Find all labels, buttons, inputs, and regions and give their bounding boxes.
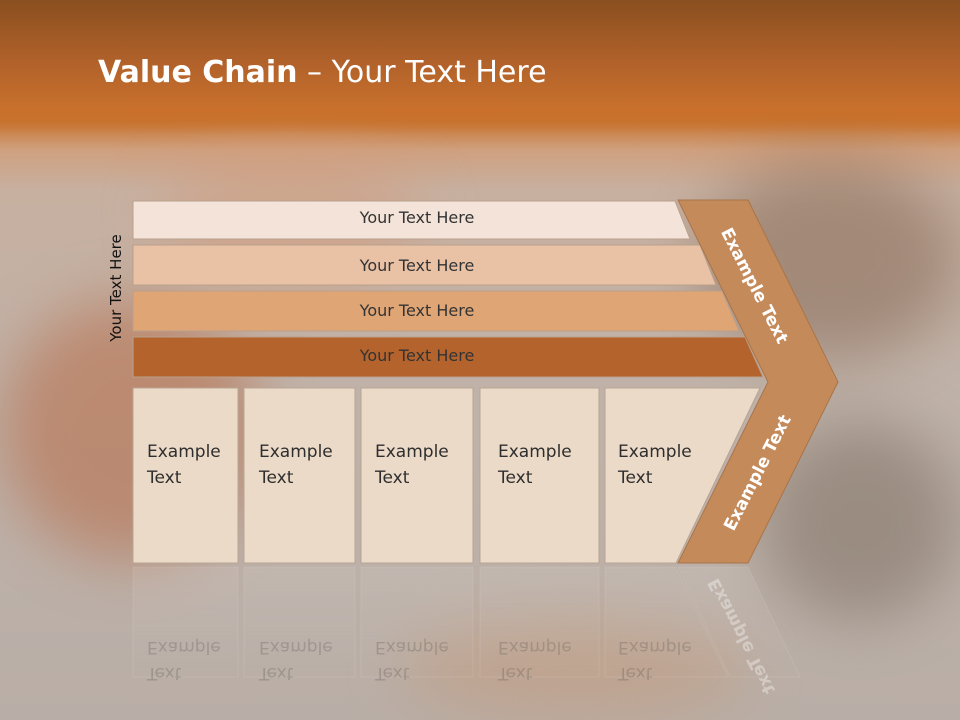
box-reflection-1-line-1: Example [147, 637, 221, 657]
box-reflection-4-line-1: Example [498, 637, 572, 657]
box-reflection-4: Text Example [498, 634, 572, 686]
box-1-line-1: Example [147, 442, 221, 462]
box-shape-1 [132, 387, 239, 564]
box-text-3: Example Text [375, 439, 449, 491]
box-2-line-2: Text [259, 468, 294, 488]
header-band [0, 0, 960, 135]
box-3-line-1: Example [375, 442, 449, 462]
bar-label-4: Your Text Here [359, 346, 475, 365]
box-reflection-5-line-2: Text [618, 663, 653, 683]
bar-label-2: Your Text Here [359, 256, 475, 275]
box-reflection-2-line-1: Example [259, 637, 333, 657]
title-bold: Value Chain [98, 55, 298, 90]
box-2-line-1: Example [259, 442, 333, 462]
box-text-2: Example Text [259, 439, 333, 491]
bar-shape-1 [132, 200, 691, 240]
box-reflection-1-line-2: Text [147, 663, 182, 683]
title-rest: – Your Text Here [297, 55, 547, 90]
box-shape-5 [604, 387, 761, 564]
box-4-line-1: Example [498, 442, 572, 462]
box-reflection-3: Text Example [375, 634, 449, 686]
box-reflection-3-line-2: Text [375, 663, 410, 683]
box-3-line-2: Text [375, 468, 410, 488]
box-reflection-2-line-2: Text [259, 663, 294, 683]
box-5-line-2: Text [618, 468, 653, 488]
box-4-line-2: Text [498, 468, 533, 488]
box-reflection-3-line-1: Example [375, 637, 449, 657]
box-reflection-4-line-2: Text [498, 663, 533, 683]
box-reflection-2: Text Example [259, 634, 333, 686]
bar-shape-4 [132, 336, 764, 378]
box-shape-2 [243, 387, 356, 564]
reflection [132, 566, 801, 678]
box-text-5: Example Text [618, 439, 692, 491]
chevron-shape [677, 199, 839, 564]
box-text-1: Example Text [147, 439, 221, 491]
box-shape-4 [479, 387, 600, 564]
box-1-line-2: Text [147, 468, 182, 488]
box-reflection-5-line-1: Example [618, 637, 692, 657]
box-text-4: Example Text [498, 439, 572, 491]
box-reflection-1: Text Example [147, 634, 221, 686]
slide-title: Value Chain – Your Text Here [98, 55, 547, 90]
box-5-line-1: Example [618, 442, 692, 462]
box-shape-3 [360, 387, 474, 564]
box-reflection-5: Text Example [618, 634, 692, 686]
bar-label-3: Your Text Here [359, 301, 475, 320]
bar-label-1: Your Text Here [359, 208, 475, 227]
bar-shape-3 [132, 290, 740, 332]
bar-shape-2 [132, 244, 717, 286]
